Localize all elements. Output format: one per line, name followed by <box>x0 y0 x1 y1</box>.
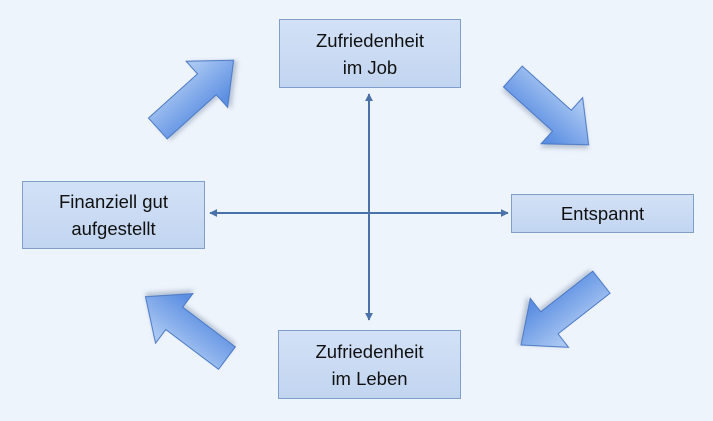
block-arrow-up-left-icon <box>144 293 237 370</box>
node-label-line2: aufgestellt <box>71 218 156 239</box>
node-label-line2: im Leben <box>331 367 408 389</box>
node-zufriedenheit-im-job: Zufriedenheit im Job <box>279 19 461 88</box>
node-label-line1: Finanziell gut <box>58 191 168 212</box>
node-label-line2: im Job <box>342 56 398 78</box>
node-label-line1: Zufriedenheit <box>316 29 424 51</box>
node-entspannt: Entspannt <box>511 194 694 233</box>
block-arrow-down-right-icon <box>502 65 590 146</box>
node-label-line1: Entspannt <box>560 203 645 224</box>
node-label-line1: Zufriedenheit <box>315 340 424 362</box>
node-zufriedenheit-im-leben: Zufriedenheit im Leben <box>278 330 461 399</box>
block-arrow-down-left-icon <box>520 270 611 348</box>
node-finanziell-gut-aufgestellt: Finanziell gut aufgestellt <box>22 181 205 249</box>
block-arrow-up-right-icon <box>147 59 235 140</box>
